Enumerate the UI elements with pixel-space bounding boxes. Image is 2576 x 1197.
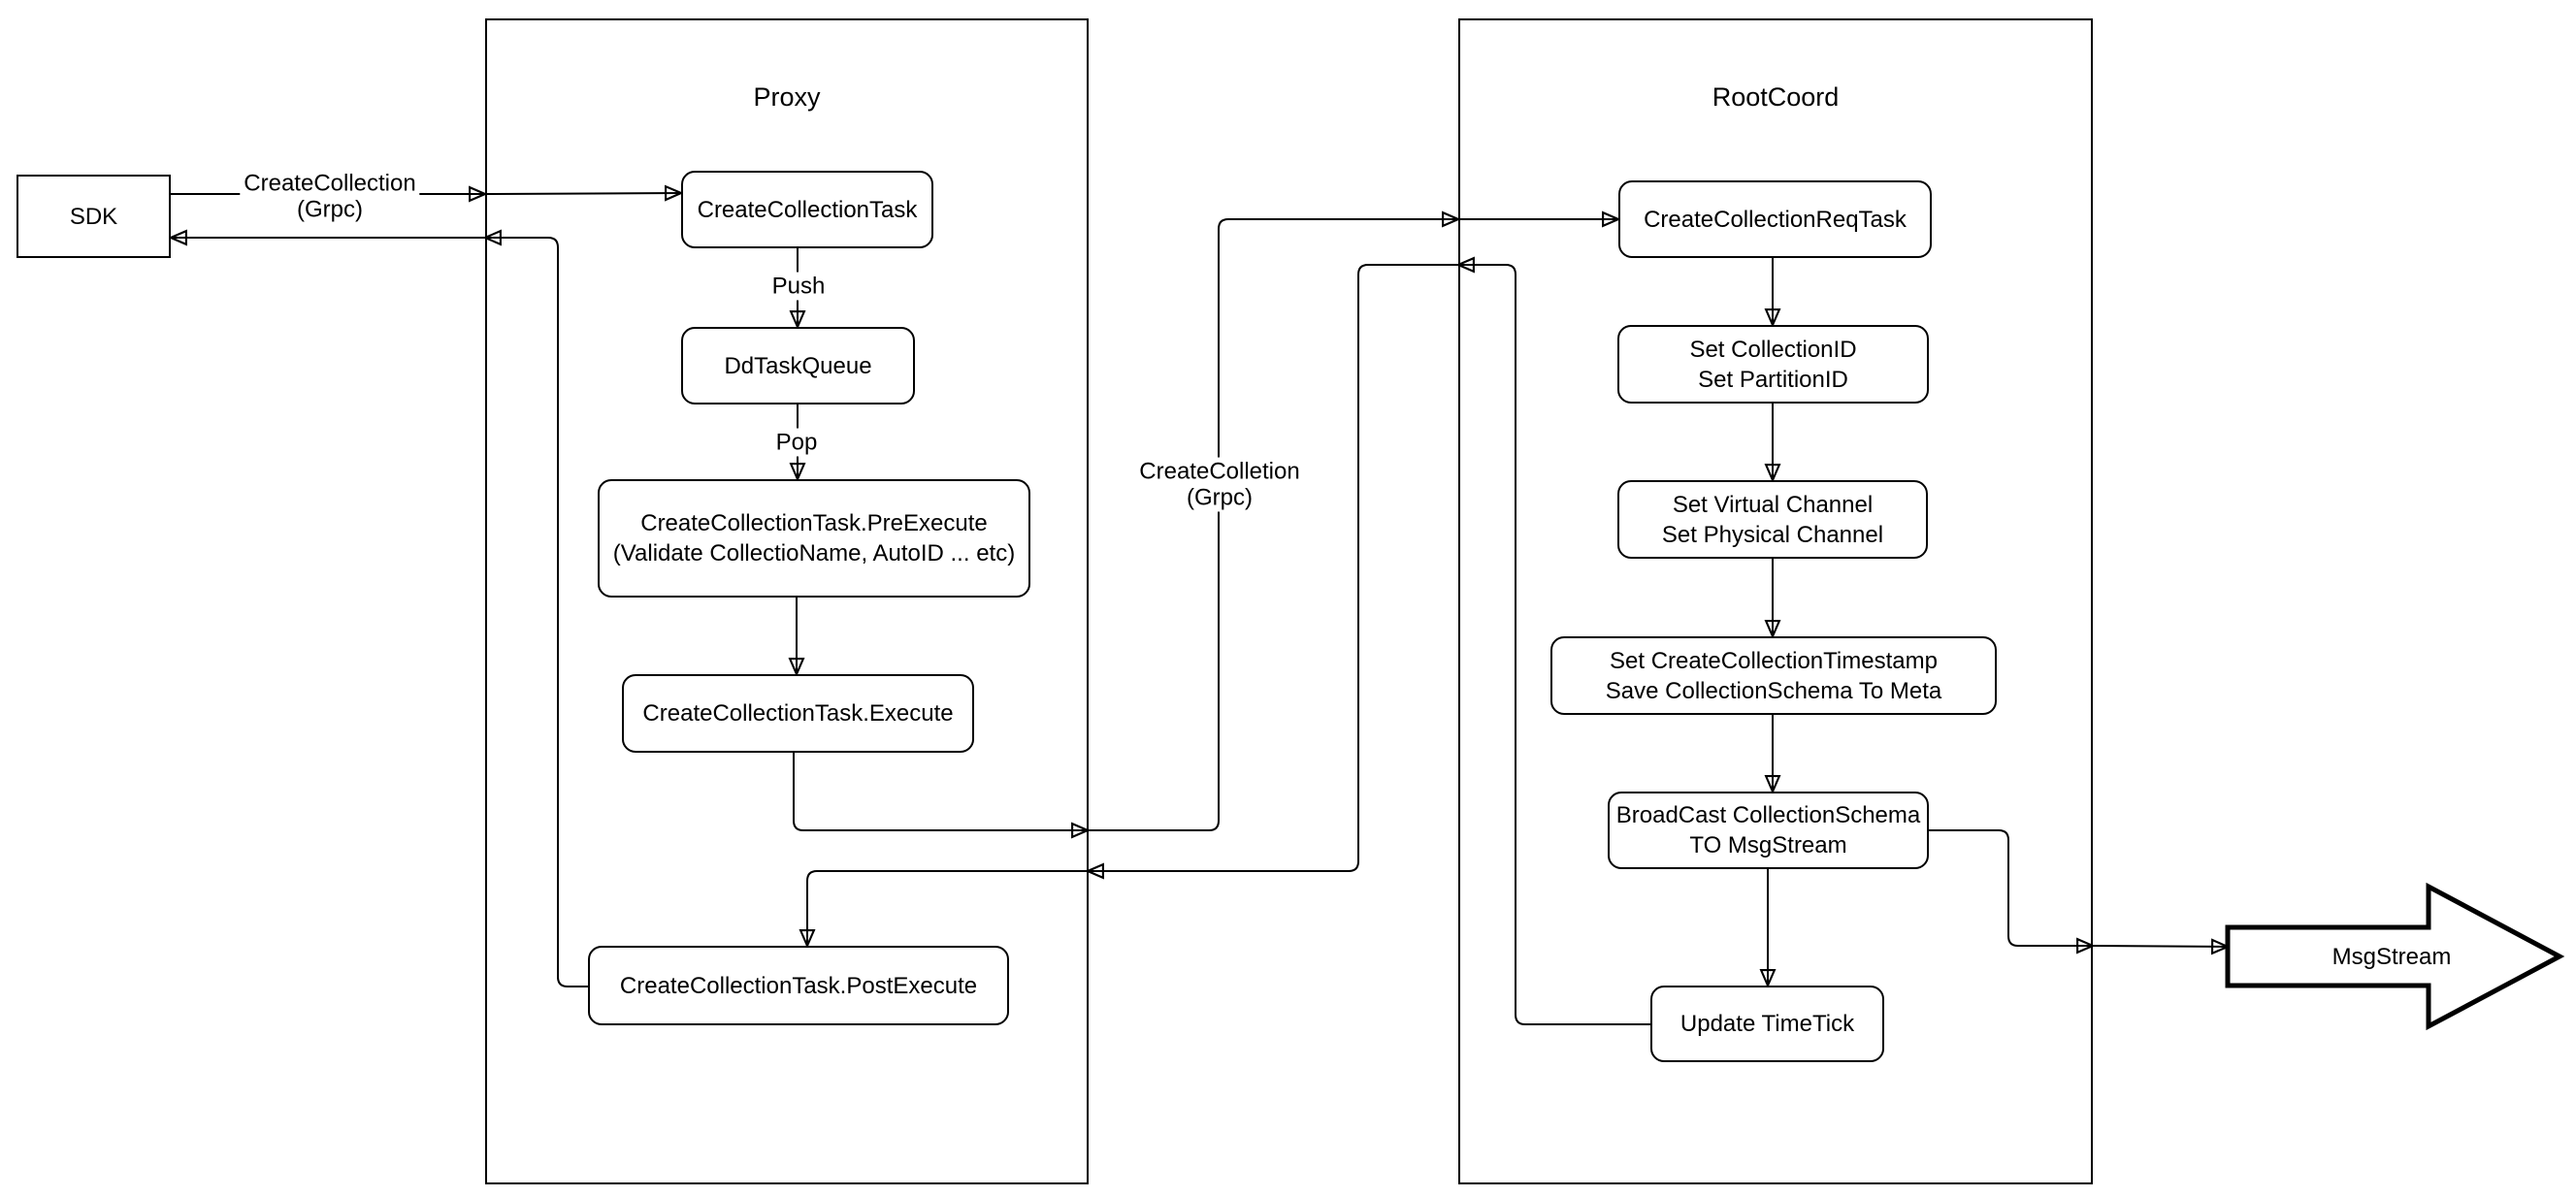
edge-label-sdk-grpc-line1: CreateCollection: [240, 169, 420, 198]
msgstream-label: MsgStream: [2331, 944, 2452, 970]
node-label-line1: Set CollectionID: [1689, 336, 1857, 363]
node-dd-task-queue: DdTaskQueue: [681, 327, 915, 404]
node-pre-execute: CreateCollectionTask.PreExecute (Validat…: [598, 479, 1030, 598]
node-label-line1: Set Virtual Channel: [1672, 491, 1874, 518]
node-execute: CreateCollectionTask.Execute: [622, 674, 974, 753]
edge-label-sdk-grpc-line2: (Grpc): [293, 195, 367, 224]
edge-label-push: Push: [767, 272, 830, 301]
node-label-line2: Set Physical Channel: [1661, 521, 1884, 548]
node-label-line2: Set PartitionID: [1698, 366, 1848, 393]
node-set-ids: Set CollectionID Set PartitionID: [1617, 325, 1929, 404]
node-post-execute: CreateCollectionTask.PostExecute: [588, 946, 1009, 1025]
edge-postexecute-to-border: [485, 238, 588, 987]
sdk-label: SDK: [69, 203, 118, 230]
sdk-node: SDK: [16, 175, 171, 258]
node-label-line1: Set CreateCollectionTimestamp: [1610, 647, 1938, 674]
proxy-title: Proxy: [753, 82, 821, 112]
edge-execute-to-proxy-border: [793, 753, 1088, 830]
edge-label-pop: Pop: [771, 428, 822, 457]
rootcoord-container: RootCoord: [1458, 18, 2093, 1184]
node-label-line2: (Validate CollectioName, AutoID ... etc): [612, 540, 1016, 566]
edge-timetick-to-border: [1458, 265, 1650, 1025]
node-set-channels: Set Virtual Channel Set Physical Channel: [1617, 480, 1928, 559]
edge-return-to-postexecute: [807, 870, 1088, 946]
node-create-collection-task: CreateCollectionTask: [681, 171, 933, 248]
msgstream-arrow-shape: [2225, 882, 2565, 1031]
edge-label-proxy-grpc-line2: (Grpc): [1183, 483, 1256, 512]
node-label: CreateCollectionReqTask: [1644, 206, 1907, 233]
edge-border-to-msgstream: [2092, 946, 2228, 947]
node-label-line2: TO MsgStream: [1689, 832, 1847, 858]
node-label: DdTaskQueue: [724, 352, 872, 379]
node-label: Update TimeTick: [1679, 1011, 1855, 1037]
edge-rootcoord-return-to-proxy: [1088, 264, 1458, 871]
edge-proxy-to-create-collection-task: [484, 193, 681, 194]
edge-proxy-to-rootcoord: [1088, 219, 1458, 831]
node-create-collection-req-task: CreateCollectionReqTask: [1618, 180, 1932, 258]
node-set-timestamp: Set CreateCollectionTimestamp Save Colle…: [1550, 636, 1997, 715]
proxy-container: Proxy: [485, 18, 1089, 1184]
node-label: CreateCollectionTask.Execute: [642, 700, 954, 727]
rootcoord-title: RootCoord: [1712, 82, 1840, 112]
node-label-line1: CreateCollectionTask.PreExecute: [640, 510, 988, 536]
node-label: CreateCollectionTask: [697, 196, 918, 223]
node-update-timetick: Update TimeTick: [1650, 986, 1884, 1062]
node-broadcast: BroadCast CollectionSchema TO MsgStream: [1608, 792, 1929, 869]
node-label-line1: BroadCast CollectionSchema: [1615, 802, 1921, 828]
node-label-line2: Save CollectionSchema To Meta: [1605, 677, 1942, 704]
edge-broadcast-to-border: [1929, 829, 2093, 946]
node-label: CreateCollectionTask.PostExecute: [619, 972, 978, 999]
edge-label-proxy-grpc-line1: CreateColletion: [1135, 457, 1304, 486]
